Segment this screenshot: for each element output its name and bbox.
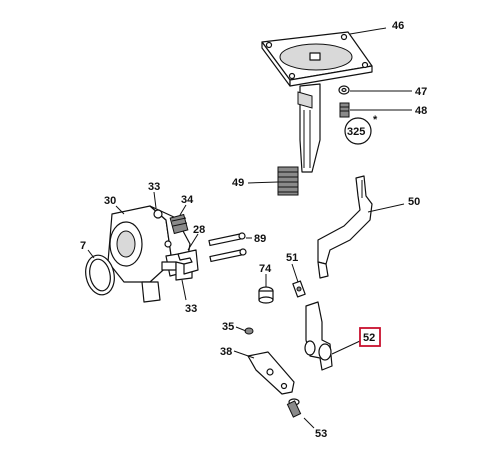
callout-28: 28 bbox=[193, 224, 205, 236]
part-35-washer bbox=[244, 327, 254, 335]
part-28-clip bbox=[177, 249, 199, 275]
callout-38: 38 bbox=[220, 346, 232, 358]
part-52-bracket bbox=[304, 301, 333, 371]
part-51-nut bbox=[292, 280, 306, 298]
callout-49: 49 bbox=[232, 177, 244, 189]
callout-33-lower: 33 bbox=[185, 303, 197, 315]
callout-52: 52 bbox=[363, 332, 375, 344]
callout-89: 89 bbox=[254, 233, 266, 245]
part-53-screw bbox=[286, 398, 302, 418]
part-89-pins bbox=[208, 232, 247, 263]
callout-48: 48 bbox=[415, 105, 427, 117]
callout-7: 7 bbox=[80, 240, 86, 252]
callout-47: 47 bbox=[415, 86, 427, 98]
callout-labels: 46 47 48 325 * 49 50 30 33 34 28 89 7 33… bbox=[80, 20, 427, 440]
part-48-screw bbox=[339, 102, 350, 118]
part-74-screw bbox=[258, 286, 274, 304]
callout-325: 325 bbox=[347, 126, 365, 138]
part-38-link-plate bbox=[247, 351, 295, 395]
callout-50: 50 bbox=[408, 196, 420, 208]
callout-325-asterisk: * bbox=[373, 114, 378, 126]
part-46-top-plate bbox=[261, 31, 373, 173]
callout-52-highlight-box bbox=[359, 327, 381, 347]
callout-33-upper: 33 bbox=[148, 181, 160, 193]
callout-46: 46 bbox=[392, 20, 404, 32]
callout-35: 35 bbox=[222, 321, 234, 333]
part-325-callout bbox=[344, 117, 372, 145]
callout-34: 34 bbox=[181, 194, 194, 206]
part-50-lever bbox=[317, 175, 373, 279]
callout-53: 53 bbox=[315, 428, 327, 440]
part-49-spring bbox=[277, 166, 299, 196]
part-7-o-ring bbox=[85, 254, 115, 296]
callout-74: 74 bbox=[259, 263, 272, 275]
leader-lines bbox=[87, 27, 412, 429]
callout-51: 51 bbox=[286, 252, 298, 264]
callout-30: 30 bbox=[104, 195, 116, 207]
part-30-housing bbox=[107, 205, 195, 303]
part-34-bolt bbox=[169, 213, 189, 235]
part-47-washer bbox=[338, 85, 350, 95]
